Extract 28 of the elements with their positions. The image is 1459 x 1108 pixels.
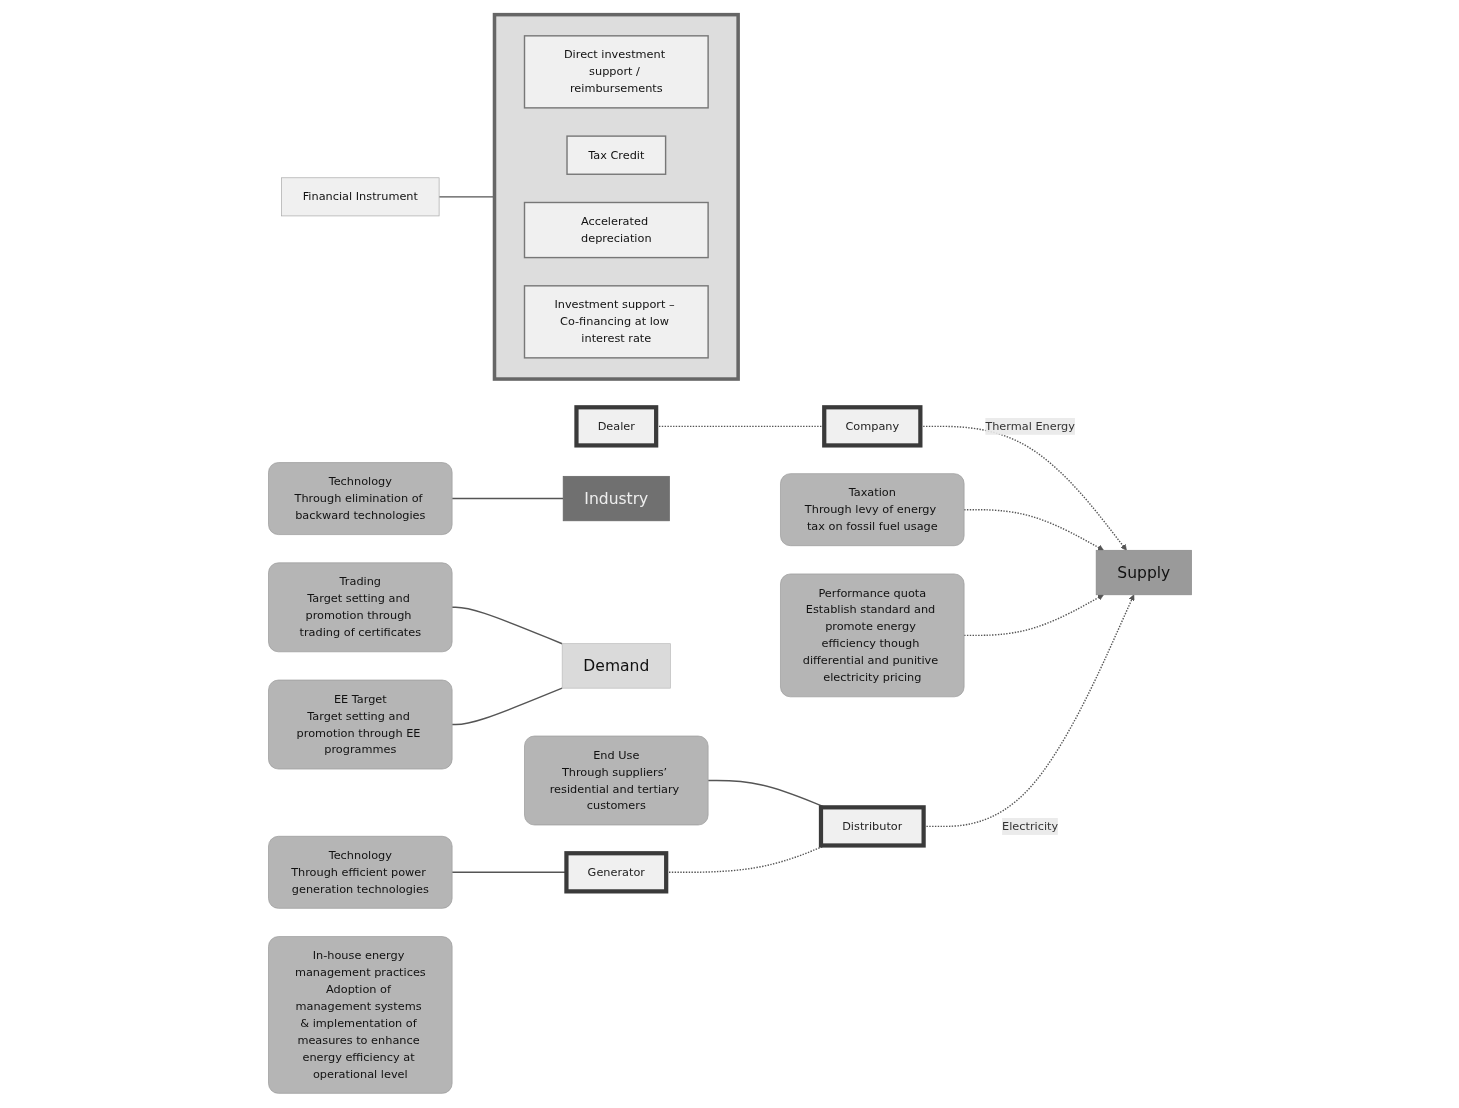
arrow bbox=[962, 509, 1104, 551]
node-box: Industry bbox=[562, 475, 670, 522]
edge-label: Electricity bbox=[1001, 819, 1058, 833]
node-box: Demand bbox=[561, 643, 671, 689]
node-box: Dealer bbox=[573, 405, 658, 448]
edge-label: Thermal Energy bbox=[984, 419, 1075, 433]
node-box: Tax Credit bbox=[565, 135, 666, 175]
node-box: Company bbox=[821, 405, 922, 448]
node-box: Trading Target setting and promotion through trading of certificates bbox=[267, 562, 452, 653]
node-box: Generator bbox=[563, 851, 668, 894]
node-box: Accelerated depreciation bbox=[523, 201, 709, 259]
node-box: Supply bbox=[1095, 549, 1192, 596]
node-box: Technology Through elimination of backward technologies bbox=[267, 462, 452, 535]
node-box: Financial Instrument bbox=[280, 177, 439, 217]
cluster bbox=[492, 12, 740, 381]
node-box: Performance quota Establish standard and promote energy efficiency though differential and punitive electricity pricing bbox=[779, 573, 964, 698]
node-box: EE Target Target setting and promotion through EE programmes bbox=[267, 679, 452, 770]
node-box: Direct investment support / reimbursements bbox=[523, 35, 709, 109]
node-box: Technology Through efficient power generation technologies bbox=[267, 835, 452, 909]
arrow bbox=[962, 594, 1104, 637]
node-box: Distributor bbox=[818, 805, 926, 848]
node-box: In-house energy management practices Adoption of management systems & implementation of measures to enhance energy efficiency at operational level bbox=[267, 936, 452, 1094]
node-box: Investment support – Co-financing at low interest rate bbox=[523, 285, 709, 359]
connector bbox=[450, 606, 563, 645]
node-box: End Use Through suppliers’ residential and tertiary customers bbox=[523, 735, 708, 826]
connector bbox=[450, 687, 563, 726]
node-box: Taxation Through levy of energy tax on fossil fuel usage bbox=[779, 473, 964, 547]
connector bbox=[450, 497, 564, 500]
